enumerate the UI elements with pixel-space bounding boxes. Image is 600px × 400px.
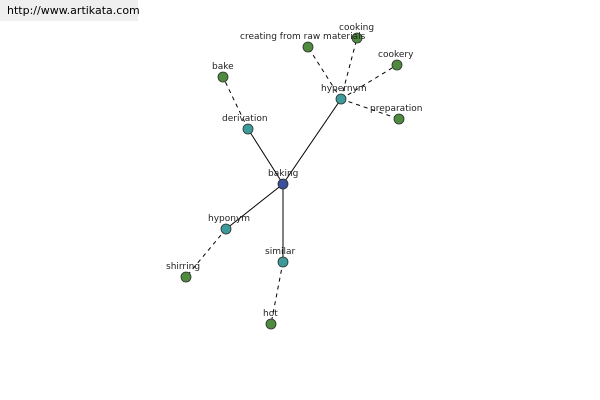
- edge-baking-derivation: [247, 128, 284, 185]
- node-similar[interactable]: [277, 256, 289, 268]
- label-shirring: shirring: [166, 262, 200, 272]
- node-baking[interactable]: [277, 178, 289, 190]
- edge-hypernym-creating: [307, 46, 342, 100]
- label-similar: similar: [265, 247, 295, 257]
- label-derivation: derivation: [222, 114, 268, 124]
- label-hot: hot: [263, 309, 278, 319]
- edge-hypernym-cooking: [340, 37, 358, 100]
- edge-similar-hot: [270, 261, 284, 325]
- label-creating: creating from raw materials: [240, 32, 366, 42]
- label-hyponym: hyponym: [208, 214, 250, 224]
- label-preparation: preparation: [370, 104, 422, 114]
- label-hypernym: hypernym: [321, 84, 367, 94]
- node-hot[interactable]: [265, 318, 277, 330]
- node-cookery[interactable]: [391, 59, 403, 71]
- edge-hypernym-cookery: [340, 64, 398, 100]
- node-hyponym[interactable]: [220, 223, 232, 235]
- label-cooking: cooking: [339, 23, 374, 33]
- node-preparation[interactable]: [393, 113, 405, 125]
- node-shirring[interactable]: [180, 271, 192, 283]
- edge-hyponym-shirring: [185, 228, 227, 278]
- node-hypernym[interactable]: [335, 93, 347, 105]
- watermark-link[interactable]: http://www.artikata.com: [0, 0, 140, 21]
- node-creating[interactable]: [302, 41, 314, 53]
- label-cookery: cookery: [378, 50, 414, 60]
- node-bake[interactable]: [217, 71, 229, 83]
- label-bake: bake: [212, 62, 234, 72]
- edge-hypernym-preparation: [340, 98, 400, 120]
- edge-derivation-bake: [222, 76, 249, 130]
- label-baking: baking: [268, 169, 298, 179]
- node-derivation[interactable]: [242, 123, 254, 135]
- node-cooking[interactable]: [351, 32, 363, 44]
- edge-baking-hyponym: [225, 183, 284, 230]
- edge-baking-hypernym: [282, 98, 342, 185]
